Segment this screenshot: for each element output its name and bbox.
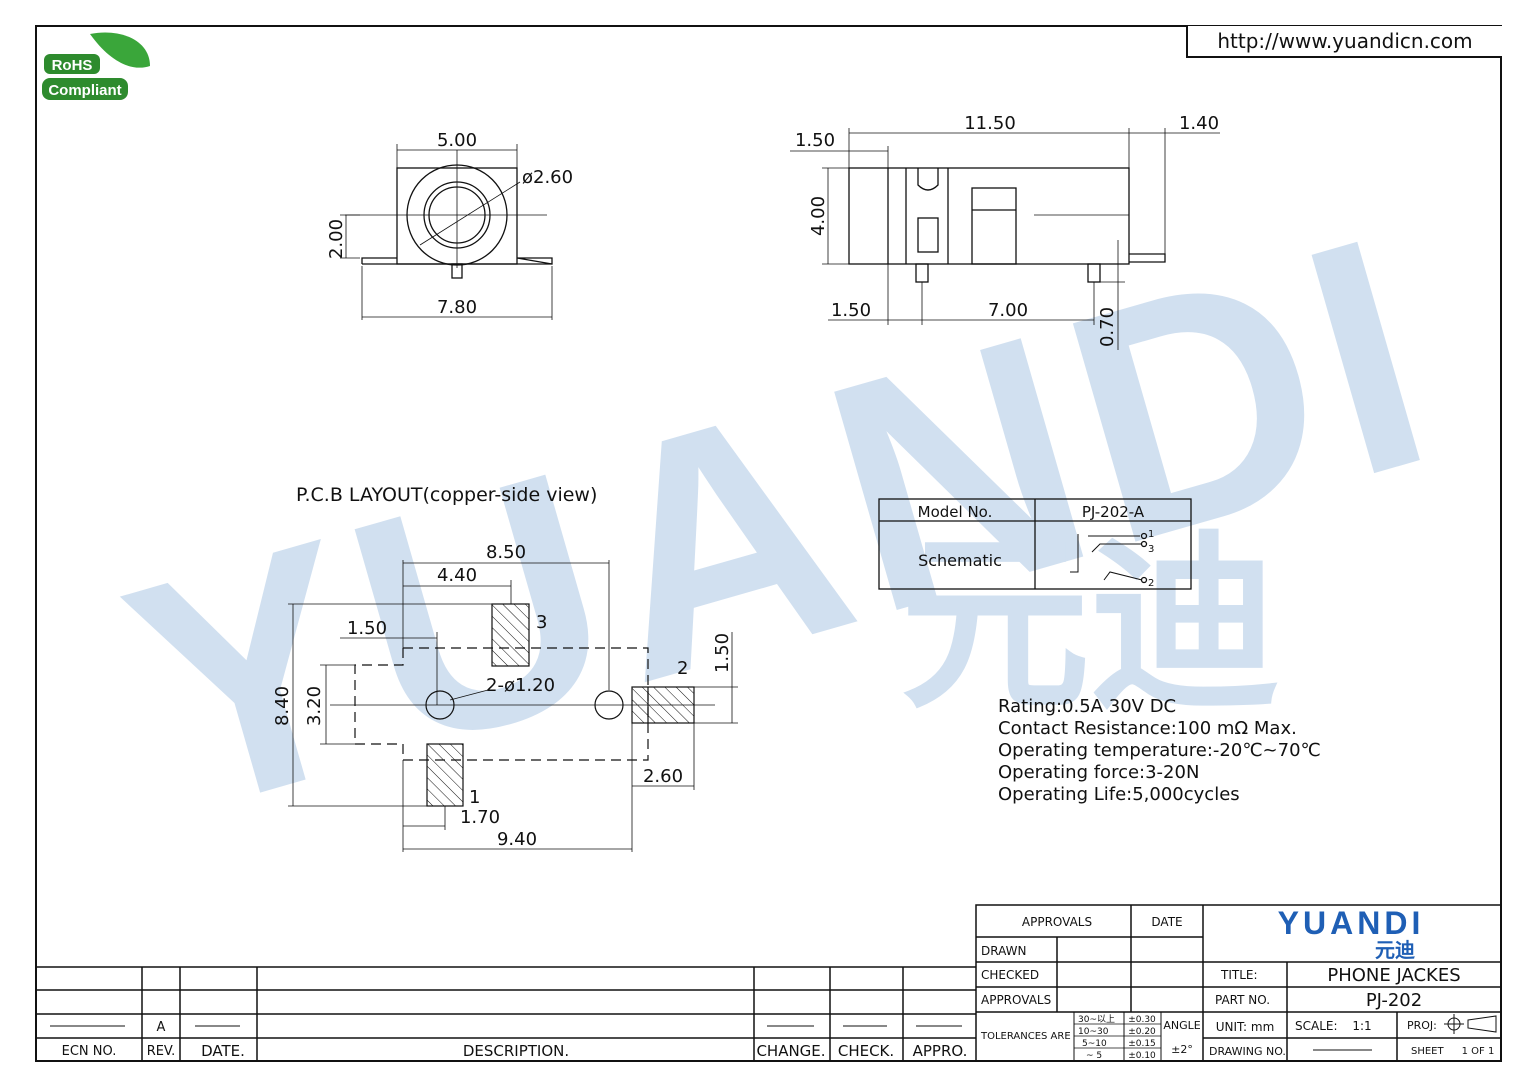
tb-tol-range-3: 5~10 [1082,1039,1107,1049]
pcb-holes: 2-ø1.20 [486,675,555,696]
tb-scale-value: 1:1 [1352,1019,1371,1033]
tb-checked: CHECKED [981,968,1039,982]
spec-resistance: Contact Resistance:100 mΩ Max. [998,718,1297,739]
side-view [790,128,1220,350]
pcb-dim-150b: 1.50 [712,633,733,673]
pcb-pad-2: 2 [677,658,688,679]
tb-tol-val-4: ±0.10 [1128,1051,1156,1061]
side-dim-pin-offset: 1.50 [831,300,871,321]
tb-angle-val: ±2° [1171,1043,1193,1056]
svg-text:RoHS: RoHS [52,57,93,74]
tb-tol-range-2: 10~30 [1078,1027,1109,1037]
pcb-pad-1: 1 [469,787,480,808]
tb-part-value: PJ-202 [1366,990,1422,1011]
side-dim-pin-len: 0.70 [1097,307,1118,347]
side-dim-tail: 1.40 [1179,113,1219,134]
specs: Rating:0.5A 30V DC Contact Resistance:10… [998,696,1321,805]
pcb-dim-170: 1.70 [460,807,500,828]
pcb-dim-260: 2.60 [643,766,683,787]
tb-angle: ANGLE [1163,1019,1200,1032]
rohs-badge: RoHS Compliant [42,32,150,100]
svg-text:Compliant: Compliant [48,82,121,99]
title-block [975,904,1502,1062]
tb-title-label: TITLE: [1220,968,1258,982]
tb-drawn: DRAWN [981,944,1027,958]
pcb-dim-150a: 1.50 [347,618,387,639]
tb-scale-label: SCALE: [1295,1019,1338,1033]
pcb-dim-840: 8.40 [272,686,293,726]
tb-unit: UNIT: mm [1216,1020,1275,1034]
spec-life: Operating Life:5,000cycles [998,784,1240,805]
spec-temperature: Operating temperature:-20℃~70℃ [998,740,1321,761]
model-header-value: PJ-202-A [1082,503,1145,521]
leaf-icon [90,32,150,68]
front-dim-base: 7.80 [437,297,477,318]
side-dim-pin-pitch: 7.00 [988,300,1028,321]
tb-drawing-no: DRAWING NO. [1209,1045,1286,1058]
rev-value: A [157,1020,166,1035]
spec-force: Operating force:3-20N [998,762,1199,783]
pcb-dim-320: 3.20 [304,686,325,726]
tb-brand: YUANDI [1278,905,1425,941]
description-label: DESCRIPTION. [463,1042,569,1060]
pcb-pad-3: 3 [536,612,547,633]
schematic-pin-2: 2 [1148,578,1154,589]
model-table [878,498,1192,590]
date-label: DATE. [201,1042,245,1060]
rev-label: REV. [147,1044,176,1059]
pcb-layout [288,560,738,852]
tb-tol-val-2: ±0.20 [1128,1027,1156,1037]
front-dim-height: 2.00 [326,219,347,259]
website-url: http://www.yuandicn.com [1186,26,1502,58]
pcb-dim-940: 9.40 [497,829,537,850]
schematic-pin-3: 3 [1148,544,1154,555]
tb-tol-val-3: ±0.15 [1128,1039,1156,1049]
sheet-border [35,25,1502,1062]
ecn-label: ECN NO. [62,1044,117,1059]
front-dim-width: 5.00 [437,130,477,151]
tb-title-value: PHONE JACKES [1327,965,1460,986]
tb-brand-cjk: 元迪 [1375,939,1415,962]
tb-date: DATE [1151,915,1182,929]
model-header-label: Model No. [918,503,993,521]
change-label: CHANGE. [756,1042,825,1060]
tb-approvals2: APPROVALS [981,993,1051,1007]
side-dim-length: 11.50 [964,113,1016,134]
side-dim-front: 1.50 [795,130,835,151]
side-dim-height: 4.00 [808,196,829,236]
pcb-title: P.C.B LAYOUT(copper-side view) [296,484,597,506]
schematic-label: Schematic [918,551,1002,570]
watermark-cjk: 元迪 [900,519,1280,731]
tb-sheet-value: 1 OF 1 [1462,1046,1495,1057]
schematic-pin-1: 1 [1148,529,1154,540]
tb-tol-range-1: 30~以上 [1078,1014,1115,1025]
tb-tol-range-4: ~ 5 [1086,1051,1102,1061]
appro-label: APPRO. [913,1042,968,1060]
tb-proj: PROJ: [1407,1019,1437,1032]
tb-tolerances: TOLERANCES ARE [980,1031,1071,1042]
front-dim-diameter: ø2.60 [522,167,573,188]
revision-block [36,966,976,1061]
tb-sheet: SHEET [1411,1046,1445,1057]
pcb-dim-850: 8.50 [486,542,526,563]
watermark: YUANDI 元迪 [95,164,1470,884]
tb-tol-val-1: ±0.30 [1128,1015,1156,1025]
front-view [340,144,553,320]
check-label: CHECK. [838,1042,894,1060]
spec-rating: Rating:0.5A 30V DC [998,696,1176,717]
tb-part-label: PART NO. [1215,993,1270,1007]
tb-approvals: APPROVALS [1022,915,1092,929]
pcb-dim-440: 4.40 [437,565,477,586]
